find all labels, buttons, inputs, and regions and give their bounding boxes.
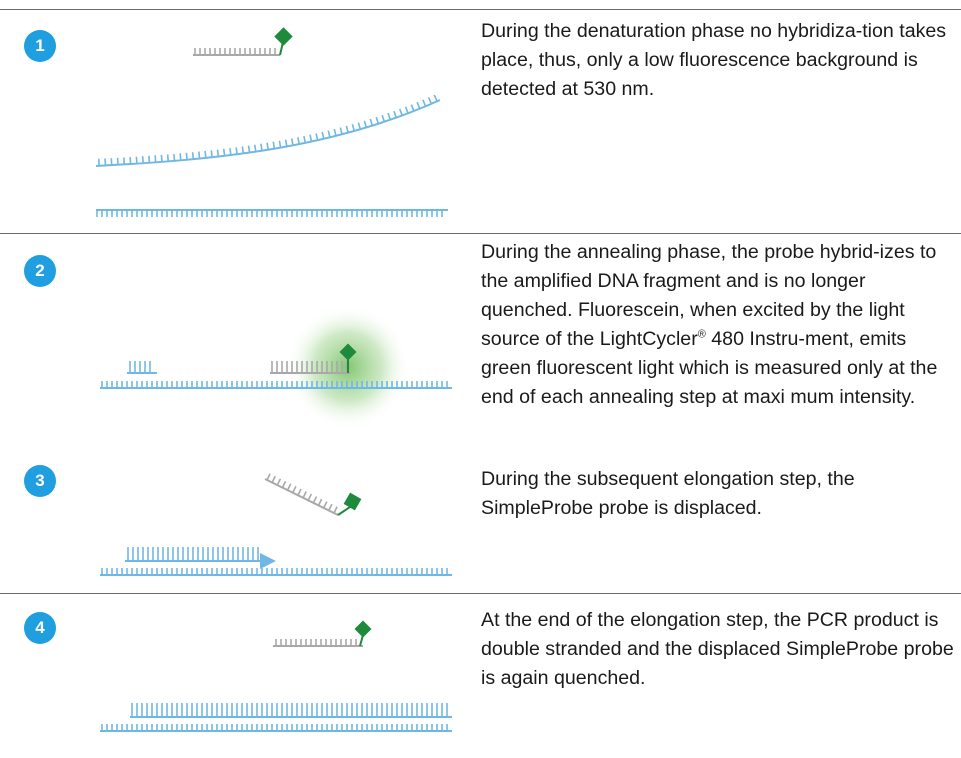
step-1-description: During the denaturation phase no hybridi… bbox=[481, 20, 947, 100]
step-3: 3 During the subsequent elongation step,… bbox=[0, 443, 961, 593]
step-number-badge: 3 bbox=[24, 465, 56, 497]
registered-mark: ® bbox=[697, 328, 706, 341]
step-3-description: During the subsequent elongation step, t… bbox=[481, 468, 855, 519]
annealing-illustration bbox=[100, 305, 452, 429]
template-dna-strand bbox=[100, 381, 452, 389]
divider bbox=[0, 593, 961, 594]
separated-dna-strands bbox=[95, 94, 448, 217]
double-stranded-pcr-product bbox=[100, 703, 452, 732]
step-2-description: During the annealing phase, the probe hy… bbox=[481, 238, 956, 412]
divider bbox=[0, 233, 961, 234]
step-number-badge: 4 bbox=[24, 612, 56, 644]
description-text: During the annealing phase, the probe hy… bbox=[481, 241, 937, 350]
step-number-badge: 1 bbox=[24, 30, 56, 62]
primer bbox=[127, 361, 157, 374]
quenched-probe bbox=[273, 620, 372, 647]
step-4: 4 At the end of the elongation step, the… bbox=[0, 593, 961, 758]
hybridized-probe bbox=[270, 343, 357, 374]
step-1: 1 During the denaturation phase no hybri… bbox=[0, 0, 961, 233]
template-dna-strand bbox=[100, 568, 452, 576]
step-number-badge: 2 bbox=[24, 255, 56, 287]
double-stranded-product-illustration bbox=[100, 620, 452, 732]
fluorophore-icon bbox=[354, 620, 372, 638]
bottom-strand-bases bbox=[96, 210, 443, 217]
description-text: 480 Instru-ment, emits green fluorescent… bbox=[481, 328, 938, 408]
curved-strand-bases bbox=[97, 94, 438, 166]
quenched-probe bbox=[193, 27, 293, 56]
divider bbox=[0, 9, 961, 10]
fluorophore-icon bbox=[343, 492, 362, 511]
fluorophore-icon bbox=[274, 27, 293, 46]
elongation-illustration bbox=[100, 473, 452, 576]
step-4-description: At the end of the elongation step, the P… bbox=[481, 609, 954, 689]
probe-bases bbox=[194, 48, 276, 55]
displaced-probe bbox=[264, 473, 362, 516]
extending-strand bbox=[125, 547, 276, 569]
step-2: 2 During the annealing phase, the probe … bbox=[0, 233, 961, 443]
elongation-arrow-icon bbox=[260, 553, 276, 569]
denaturation-illustration bbox=[95, 27, 448, 217]
